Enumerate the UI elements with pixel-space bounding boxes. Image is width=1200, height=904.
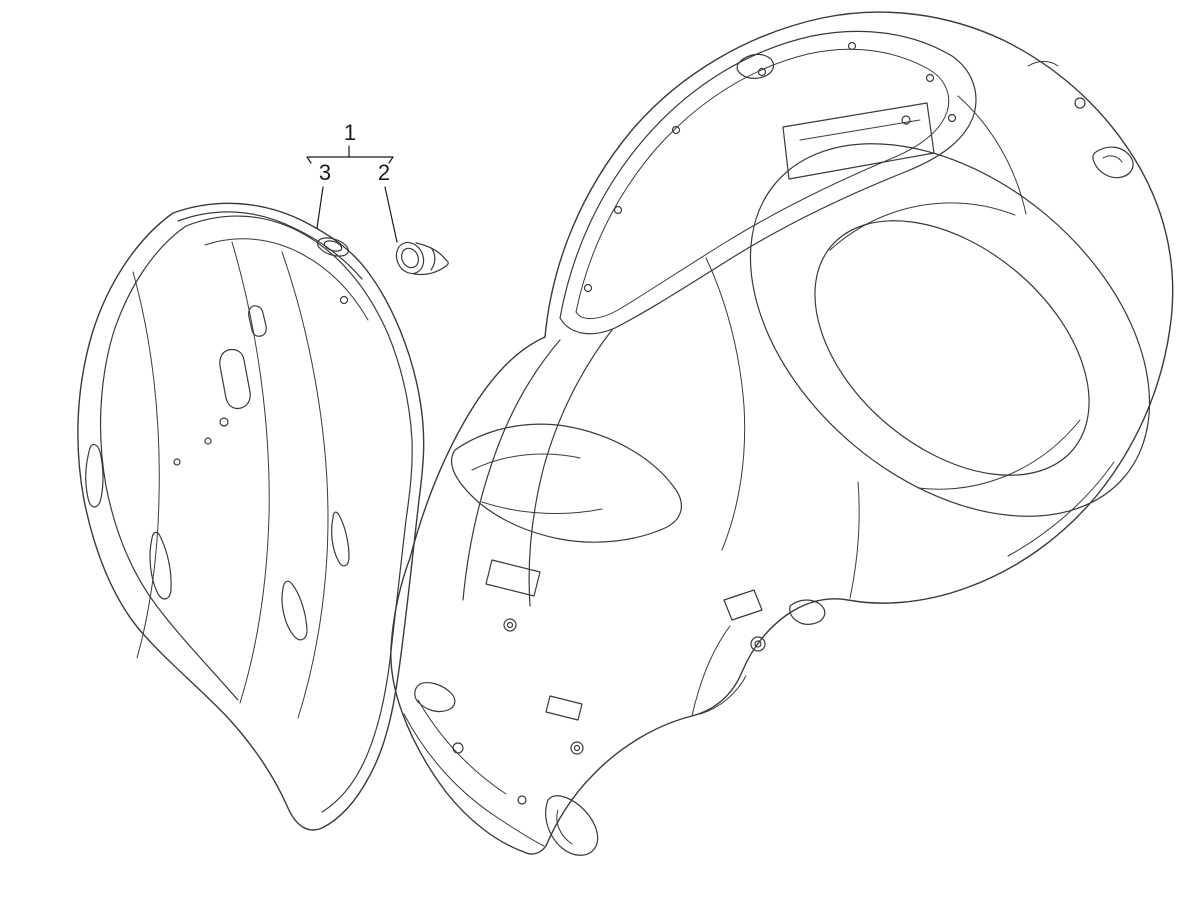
callout-leader-lines: [306, 145, 398, 243]
grommet-drawing: [395, 241, 449, 276]
callout-label-assembly: 1: [343, 120, 357, 145]
front-shield-drawing: [77, 202, 425, 831]
frame-body-drawing: [390, 11, 1174, 856]
callout-label-grommet: 2: [377, 160, 391, 185]
callout-label-shield: 3: [318, 160, 332, 185]
